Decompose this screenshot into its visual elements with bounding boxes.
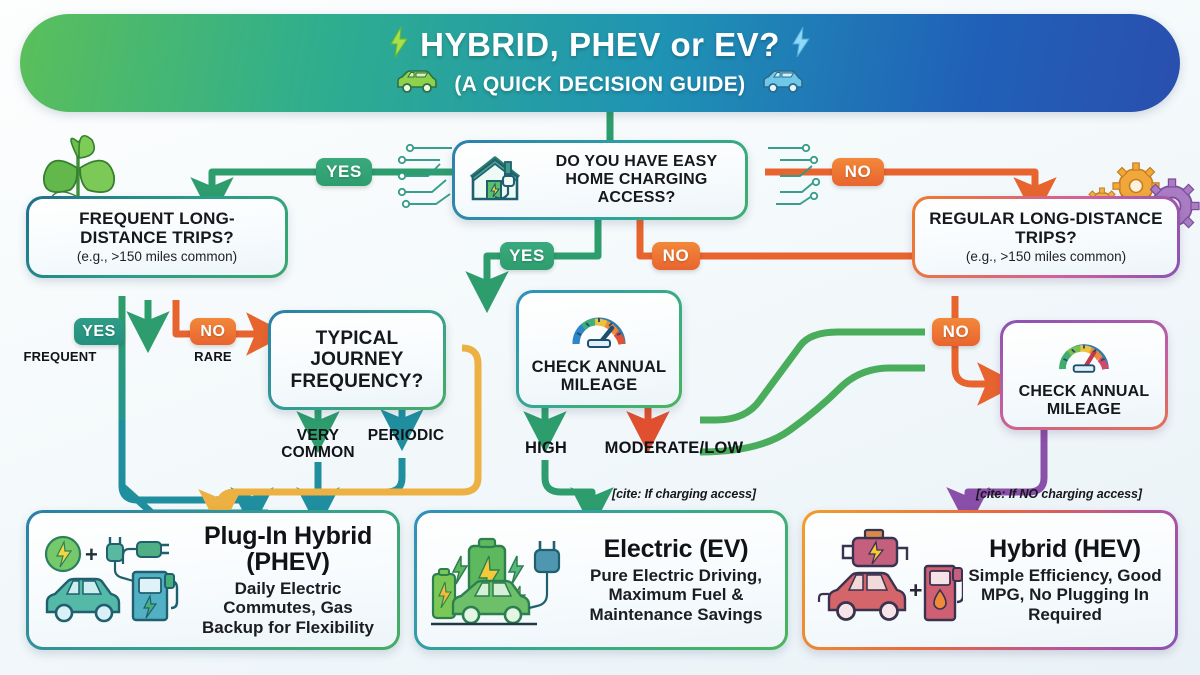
edge-pill-root-no-mid[interactable]: NO	[652, 242, 700, 270]
ev-car-battery-plug-icon	[425, 524, 575, 636]
edge-pill-right-no[interactable]: NO	[932, 318, 980, 346]
node-home-charging-question[interactable]: DO YOU HAVE EASY HOME CHARGING ACCESS?	[452, 140, 748, 220]
hev-car-engine-pump-icon-glyph: +	[817, 528, 965, 622]
bolt-icon-2	[790, 26, 812, 62]
right-trips-title: REGULAR LONG-DISTANCE TRIPS?	[929, 209, 1163, 248]
edge-label-moderate-low: MODERATE/LOW	[604, 439, 744, 457]
edge-label-periodic: PERIODIC	[367, 427, 445, 444]
header-subtitle-row: (A QUICK DECISION GUIDE)	[394, 69, 805, 99]
mileage-right-title: CHECK ANNUAL MILEAGE	[1018, 382, 1150, 418]
hev-description: Simple Efficiency, Good MPG, No Plugging…	[968, 566, 1162, 624]
gauge-icon-2-glyph	[1059, 343, 1109, 373]
left-trips-title: FREQUENT LONG-DISTANCE TRIPS?	[79, 209, 235, 248]
page-subtitle: (A QUICK DECISION GUIDE)	[454, 72, 746, 96]
node-check-annual-mileage-right[interactable]: CHECK ANNUAL MILEAGE	[1000, 320, 1168, 430]
svg-text:+: +	[85, 542, 98, 567]
outcome-card-ev[interactable]: Electric (EV) Pure Electric Driving, Max…	[414, 510, 788, 650]
ev-car-battery-plug-icon-glyph	[431, 537, 561, 626]
edge-pill-left-no[interactable]: NO	[190, 318, 236, 345]
blue-car-icon-glyph	[762, 70, 803, 93]
phev-car-plug-pump-icon: +	[37, 524, 187, 636]
outcome-card-hev[interactable]: + Hybrid (HEV) Simple Efficiency, Good M…	[802, 510, 1178, 650]
root-question-text: DO YOU HAVE EASY HOME CHARGING ACCESS?	[555, 153, 718, 206]
phev-title: Plug-In Hybrid (PHEV)	[203, 522, 373, 577]
bolt-icon	[388, 26, 410, 62]
green-car-icon-glyph	[397, 70, 438, 93]
page-title: HYBRID, PHEV or EV?	[420, 26, 780, 63]
node-frequent-long-distance-trips[interactable]: FREQUENT LONG-DISTANCE TRIPS? (e.g., >15…	[26, 196, 288, 278]
cite-if-charging-access: [cite: If charging access]	[612, 487, 756, 501]
node-check-annual-mileage-mid[interactable]: CHECK ANNUAL MILEAGE	[516, 290, 682, 408]
outcome-card-phev[interactable]: + Pl	[26, 510, 400, 650]
ev-title: Electric (EV)	[603, 535, 749, 564]
phev-car-plug-pump-icon-glyph: +	[44, 535, 179, 623]
node-regular-long-distance-trips[interactable]: REGULAR LONG-DISTANCE TRIPS? (e.g., >150…	[912, 196, 1180, 278]
hev-title: Hybrid (HEV)	[989, 535, 1141, 564]
edge-pill-root-yes-mid[interactable]: YES	[500, 242, 554, 270]
bolt-icon-glyph	[390, 26, 409, 58]
journey-title: TYPICAL JOURNEY FREQUENCY?	[290, 328, 424, 392]
blue-car-icon	[760, 69, 806, 99]
gauge-icon-2	[1055, 333, 1113, 382]
hev-car-engine-pump-icon: +	[813, 524, 965, 636]
edge-pill-root-no-right[interactable]: NO	[832, 158, 884, 186]
bolt-icon-glyph-2	[791, 26, 810, 58]
gauge-icon-glyph	[572, 317, 626, 348]
header-banner: HYBRID, PHEV or EV? (A QUICK DECISION GU…	[20, 14, 1180, 112]
house-with-plug-icon-glyph	[469, 155, 521, 200]
mileage-mid-title: CHECK ANNUAL MILEAGE	[531, 357, 667, 394]
edge-label-very-common: VERY COMMON	[281, 427, 355, 461]
green-car-icon	[394, 69, 440, 99]
svg-text:+: +	[909, 577, 922, 603]
phev-description: Daily Electric Commutes, Gas Backup for …	[202, 579, 374, 637]
ev-description: Pure Electric Driving, Maximum Fuel & Ma…	[589, 566, 763, 624]
circuit-trace-left	[397, 143, 452, 209]
gauge-icon	[568, 306, 630, 357]
cite-if-no-charging-access: [cite: If NO charging access]	[976, 487, 1142, 501]
edge-label-frequent: FREQUENT	[23, 349, 97, 364]
edge-label-high: HIGH	[524, 439, 568, 457]
edge-pill-left-yes[interactable]: YES	[74, 318, 124, 345]
house-with-plug-icon	[465, 149, 527, 212]
header-title-row: HYBRID, PHEV or EV?	[388, 26, 812, 63]
left-trips-subtitle: (e.g., >150 miles common)	[76, 249, 238, 265]
edge-label-rare: RARE	[194, 349, 232, 364]
circuit-trace-right	[768, 143, 821, 205]
node-typical-journey-frequency[interactable]: TYPICAL JOURNEY FREQUENCY?	[268, 310, 446, 410]
edge-pill-root-yes-left[interactable]: YES	[316, 158, 372, 186]
right-trips-subtitle: (e.g., >150 miles common)	[965, 249, 1127, 265]
